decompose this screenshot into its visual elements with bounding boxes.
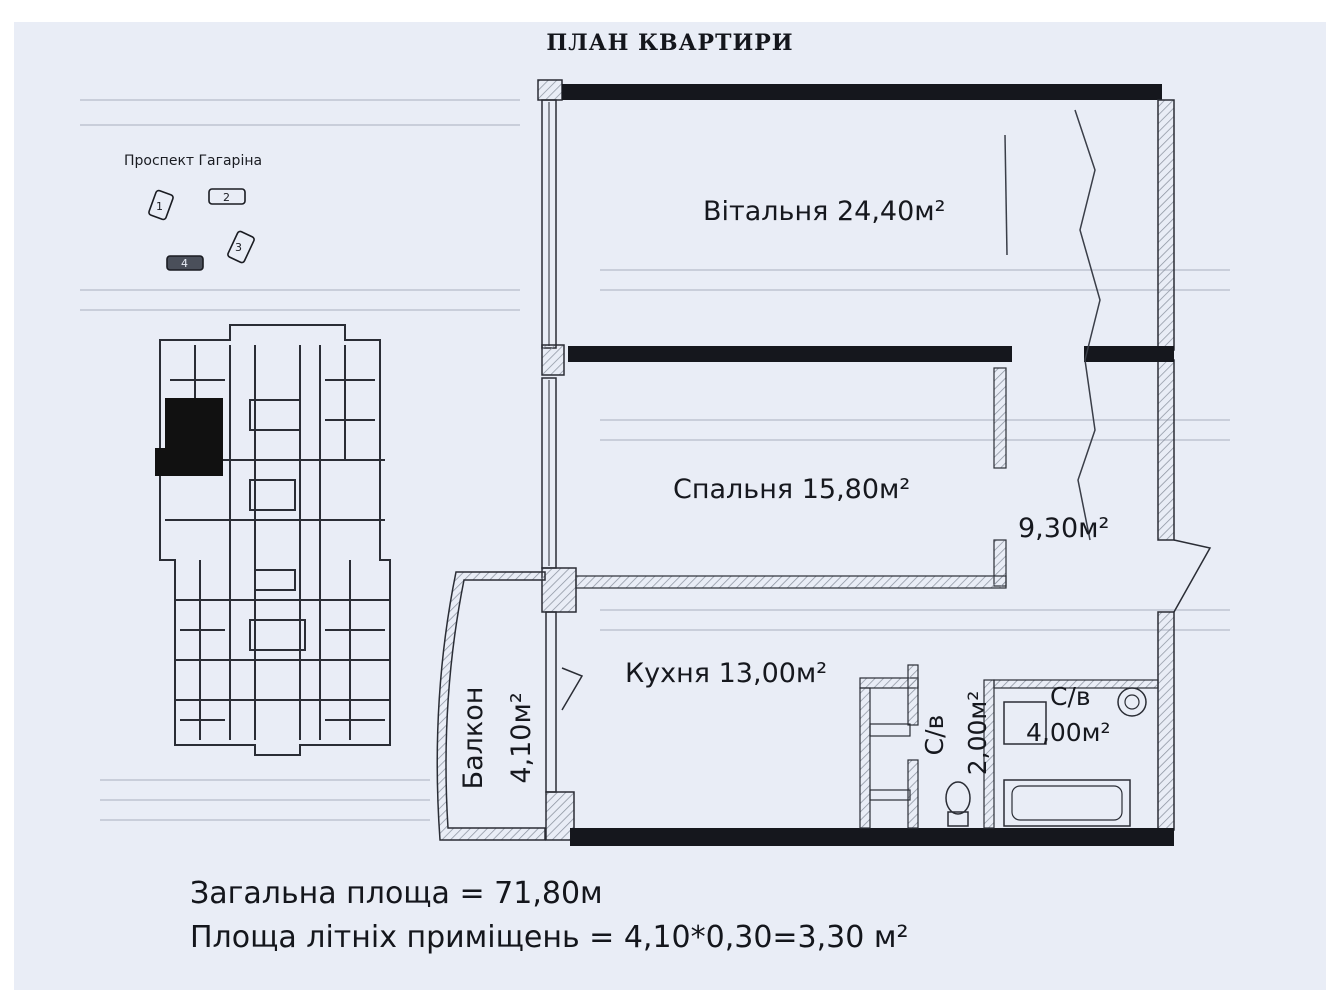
bathtub-icon <box>1003 779 1131 827</box>
wall-living-hall <box>1084 346 1174 362</box>
building-1 <box>148 189 174 221</box>
page-title: ПЛАН КВАРТИРИ <box>546 30 794 56</box>
washing-machine-icon <box>1117 687 1147 717</box>
wall-top <box>562 84 1162 100</box>
total-area: Загальна площа = 71,80м <box>190 876 603 911</box>
wall-bedroom-kitchen <box>575 575 1007 589</box>
building-2 <box>208 188 246 205</box>
building-3 <box>227 230 255 264</box>
summer-area: Площа літніх приміщень = 4,10*0,30=3,30 … <box>190 920 909 955</box>
balcony-name: Балкон <box>458 686 489 790</box>
building-2-label: 2 <box>223 191 230 204</box>
balcony-area: 4,10м² <box>506 692 537 784</box>
room-hall-area: 9,30м² <box>1018 513 1110 544</box>
column-top-left <box>537 79 563 101</box>
apartment-plan <box>436 79 1212 846</box>
bath-large-name: С/в <box>1050 682 1091 711</box>
toilet-icon <box>945 781 971 815</box>
column-bottom-left <box>541 567 577 613</box>
room-bedroom-name: Спальня <box>673 474 794 505</box>
bath-partition <box>983 679 995 829</box>
building-4 <box>166 255 204 271</box>
wall-right-lower <box>1157 611 1175 831</box>
room-kitchen-label: Кухня 13,00м² <box>625 658 827 689</box>
shelf <box>869 723 911 737</box>
building-key-plan <box>159 324 391 756</box>
bedroom-partition-upper <box>993 367 1007 469</box>
curtain <box>1074 109 1101 541</box>
show-through-text <box>80 99 1230 821</box>
building-outline <box>159 324 391 756</box>
room-living-name: Вітальня <box>703 196 829 227</box>
sink-icon <box>1003 701 1047 745</box>
wall-right-upper <box>1157 99 1175 351</box>
bath-small-name: С/в <box>920 714 949 756</box>
building-1-label: 1 <box>156 200 163 213</box>
column-kitchen-bottom <box>545 791 575 841</box>
room-kitchen-area: 13,00м² <box>718 658 828 689</box>
room-kitchen-name: Кухня <box>625 658 711 689</box>
selected-apartment-balcony <box>155 448 167 476</box>
balcony-door <box>561 667 584 711</box>
room-living-label: Вітальня 24,40м² <box>703 196 945 227</box>
room-bedroom-area: 15,80м² <box>801 474 911 505</box>
selected-apartment-highlight <box>165 398 223 476</box>
bath-large-area: 4,00м² <box>1026 718 1111 747</box>
room-living-area: 24,40м² <box>836 196 946 227</box>
bath-small-wall-left <box>859 687 871 829</box>
street-label: Проспект Гагаріна <box>124 153 263 169</box>
wall-bottom <box>570 828 1174 846</box>
building-3-label: 3 <box>235 241 242 254</box>
site-plan <box>148 188 255 271</box>
building-4-label: 4 <box>181 257 188 270</box>
column-mid-left <box>541 344 565 376</box>
room-bedroom-label: Спальня 15,80м² <box>673 474 910 505</box>
wall-right-middle <box>1157 359 1175 541</box>
balcony-outline <box>436 571 546 841</box>
wall-living-bedroom <box>568 346 1012 362</box>
bath-small-area: 2,00м² <box>963 690 992 776</box>
entrance-door <box>1173 539 1212 613</box>
